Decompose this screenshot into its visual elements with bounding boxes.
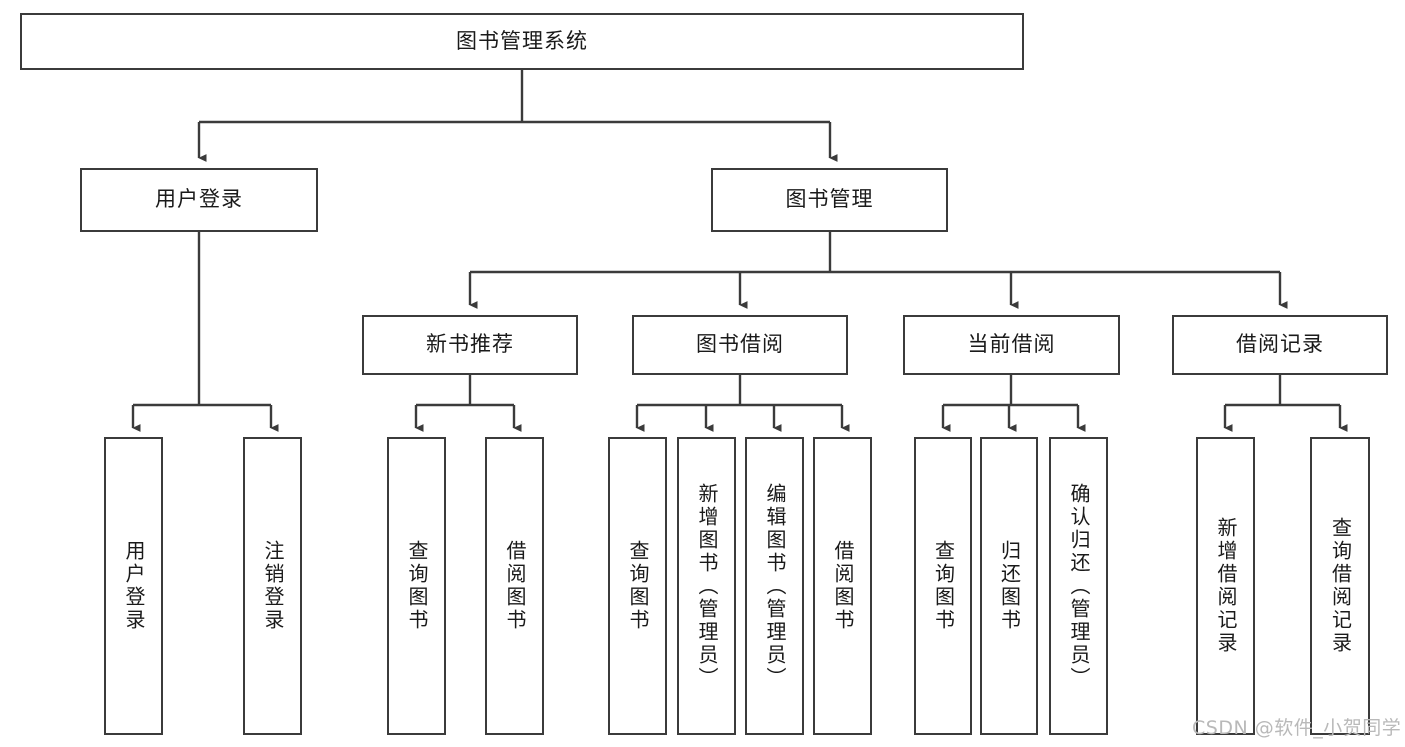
leaf-current-borrow-query-book[interactable]: 查询图书: [914, 437, 972, 735]
leaf-book-borrow-borrow-book[interactable]: 借阅图书: [813, 437, 872, 735]
node-label: 查询图书: [626, 540, 650, 632]
node-label: 用户登录: [155, 187, 243, 212]
node-label: 查询图书: [931, 540, 956, 632]
node-label: 图书管理: [785, 187, 874, 212]
node-label: 新书推荐: [426, 332, 514, 357]
leaf-current-borrow-confirm-return-admin[interactable]: 确认归还（管理员）: [1049, 437, 1108, 735]
leaf-book-borrow-add-book-admin[interactable]: 新增图书（管理员）: [677, 437, 736, 735]
node-label: 借阅图书: [503, 540, 527, 632]
leaf-current-borrow-return-book[interactable]: 归还图书: [980, 437, 1038, 735]
node-book-borrowing[interactable]: 图书借阅: [632, 315, 848, 375]
node-label: 确认归还（管理员）: [1067, 482, 1091, 690]
node-root-book-management-system[interactable]: 图书管理系统: [20, 13, 1024, 70]
leaf-user-login-login[interactable]: 用户登录: [104, 437, 163, 735]
leaf-new-book-borrow-book[interactable]: 借阅图书: [485, 437, 544, 735]
node-book-management[interactable]: 图书管理: [711, 168, 948, 232]
node-label: 当前借阅: [967, 332, 1056, 357]
node-label: 新增图书（管理员）: [695, 482, 719, 690]
node-user-login[interactable]: 用户登录: [80, 168, 318, 232]
leaf-book-borrow-edit-book-admin[interactable]: 编辑图书（管理员）: [745, 437, 804, 735]
node-label: 图书借阅: [696, 332, 784, 357]
leaf-user-login-logout[interactable]: 注销登录: [243, 437, 302, 735]
node-borrowing-record[interactable]: 借阅记录: [1172, 315, 1388, 375]
node-label: 编辑图书（管理员）: [763, 482, 787, 690]
node-label: 注销登录: [261, 540, 285, 632]
node-label: 新增借阅记录: [1214, 517, 1238, 655]
leaf-book-borrow-query-book[interactable]: 查询图书: [608, 437, 667, 735]
node-label: 用户登录: [122, 540, 146, 632]
node-current-borrowing[interactable]: 当前借阅: [903, 315, 1120, 375]
node-label: 借阅图书: [831, 540, 855, 632]
node-label: 图书管理系统: [456, 28, 588, 53]
leaf-new-book-query-book[interactable]: 查询图书: [387, 437, 446, 735]
leaf-borrow-record-query-record[interactable]: 查询借阅记录: [1310, 437, 1370, 735]
node-label: 查询借阅记录: [1328, 517, 1353, 655]
node-new-book-recommendation[interactable]: 新书推荐: [362, 315, 578, 375]
node-label: 借阅记录: [1236, 332, 1324, 357]
node-label: 查询图书: [405, 540, 429, 632]
node-label: 归还图书: [997, 540, 1022, 632]
csdn-watermark: CSDN @软件_小贺同学: [1192, 717, 1402, 739]
leaf-borrow-record-add-record[interactable]: 新增借阅记录: [1196, 437, 1255, 735]
